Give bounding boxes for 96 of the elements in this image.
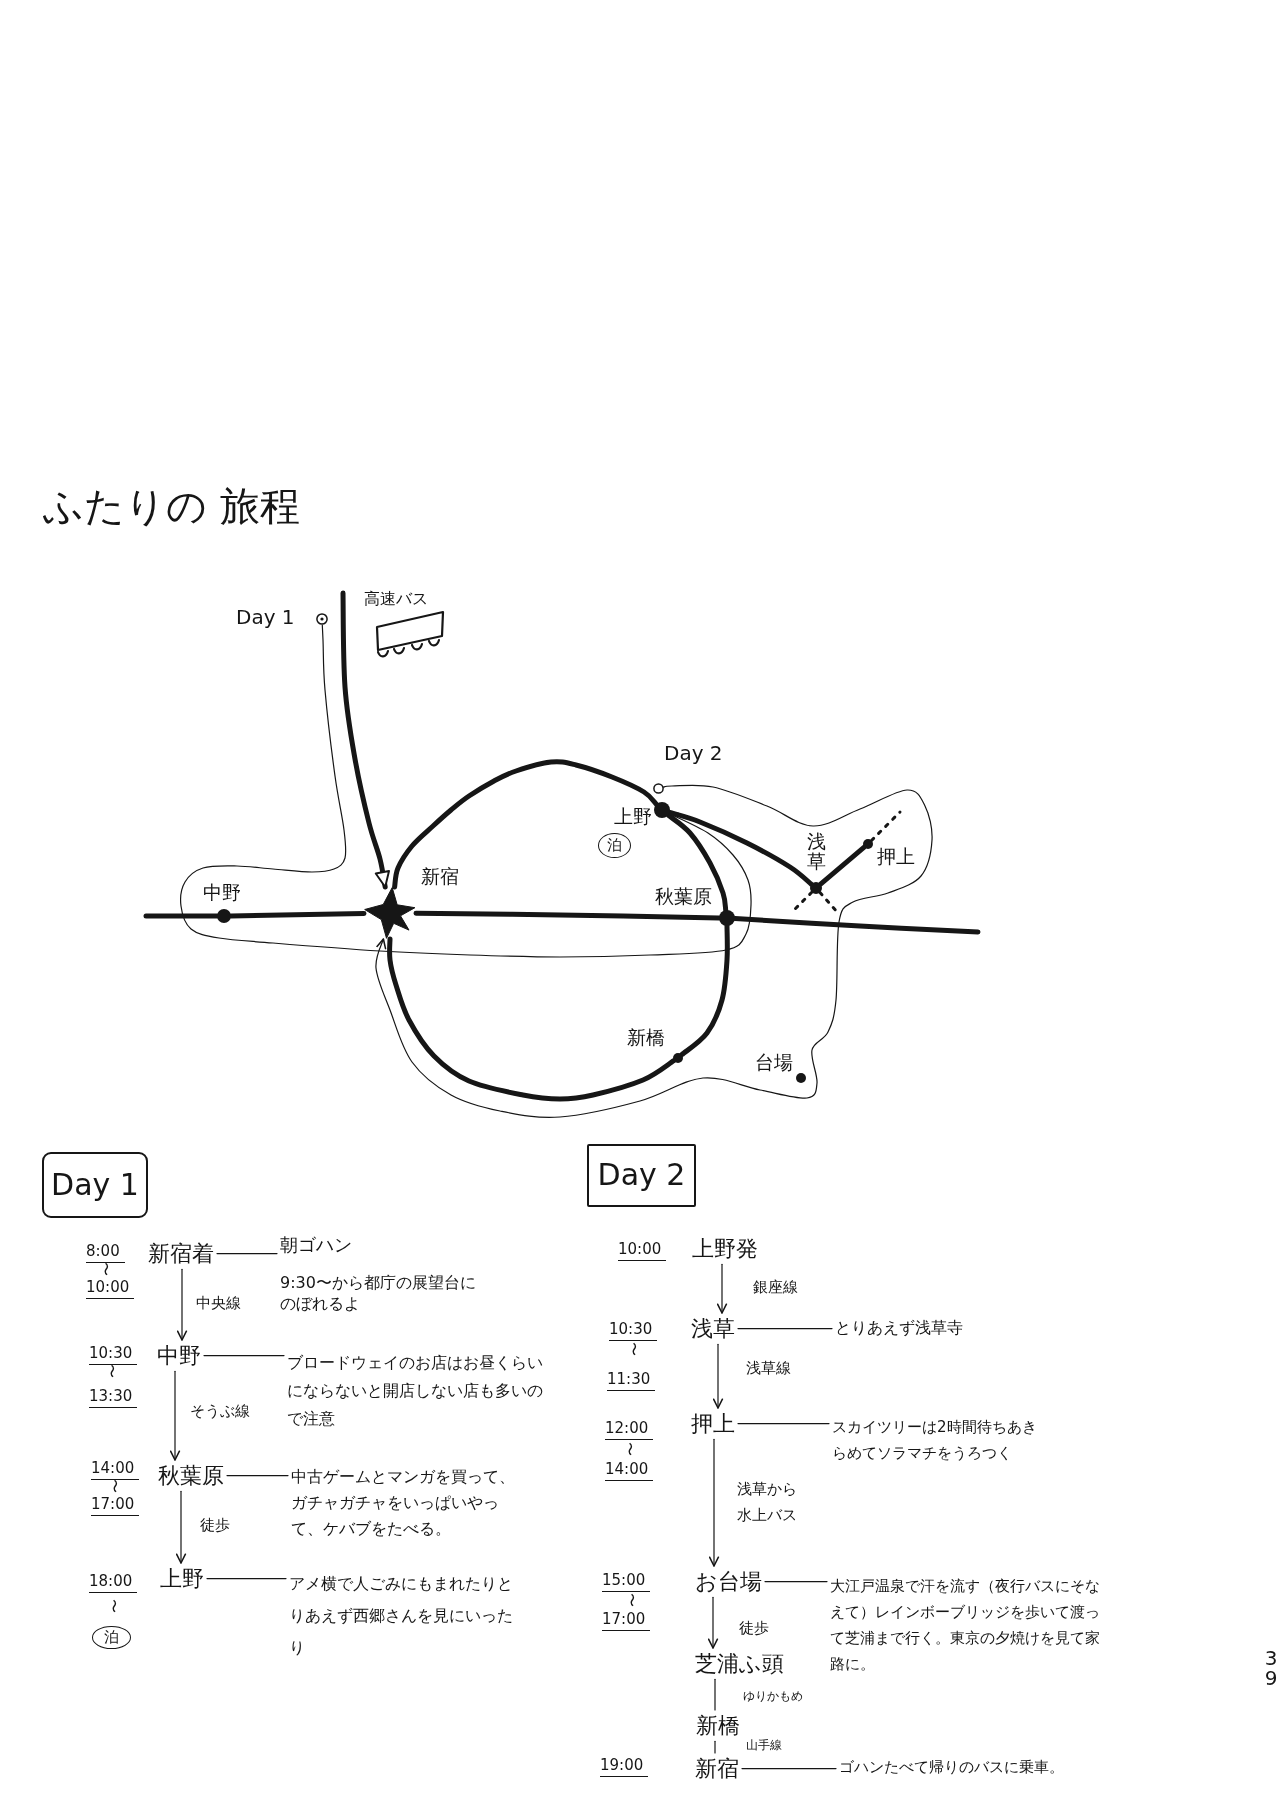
time-label: 10:30 [89,1345,138,1366]
edge-label: 徒歩 [737,1619,771,1637]
rail-line [667,809,814,887]
station-name: お台場 [695,1569,762,1595]
station-name: 浅草 [691,1316,735,1342]
time-label: 17:00 [602,1611,651,1632]
connector-line [741,1768,837,1770]
edge-label: ゆりかもめ [741,1689,805,1704]
day-label: Day 1 [236,606,295,629]
connector-line [737,1328,833,1330]
station-name: 押上 [691,1411,735,1437]
arrow [340,590,391,890]
page-number: 39 [1264,1648,1278,1688]
time-label: 12:00 [605,1420,654,1441]
range-sign: 〜 [623,1442,637,1456]
time-label: 13:30 [89,1388,138,1409]
arrow [180,624,752,958]
time-label: 14:00 [91,1460,140,1481]
rail-line [665,812,729,913]
time-label: 17:00 [91,1496,140,1517]
note-text: スカイツリーは2時間待ちあきらめてソラマチをうろつく [832,1414,1044,1466]
edge-label: そうぶ線 [188,1402,252,1420]
edge-label: 銀座線 [751,1278,800,1296]
connector-line [226,1475,289,1477]
station-name: 秋葉原 [655,886,712,908]
time-label: 14:00 [605,1461,654,1482]
time-label: 8:00 [86,1243,125,1264]
rail-line [228,911,367,919]
station-name: 芝浦ふ頭 [695,1651,784,1677]
edge-label: 浅草線 [744,1359,793,1377]
arrow [175,1490,187,1564]
connector-line [206,1578,287,1580]
station-name: 秋葉原 [158,1463,224,1489]
station-name: 新橋 [696,1713,740,1739]
dotted-line [870,810,902,842]
rail-line [413,910,722,921]
note-text: 大江戸温泉で汗を流す（夜行バスにそなえて）レインボーブリッジを歩いて渡って芝浦まで行く。東京の夕焼けを見て家路に。 [830,1573,1112,1677]
rail-line [143,913,220,919]
time-label: 10:00 [86,1279,135,1300]
connector-line [216,1253,278,1255]
arrow [716,1263,728,1314]
arrow [712,1343,724,1409]
day-box: Day 1 [42,1152,148,1218]
time-label: 11:30 [607,1371,656,1392]
range-sign: 〜 [108,1479,122,1493]
arrow [707,1596,719,1649]
connector-line [203,1355,285,1357]
note-text: 中古ゲームとマンガを買って、ガチャガチャをいっぱいやって、ケバブをたべる。 [291,1464,527,1542]
station-name: 中野 [157,1343,201,1369]
time-label: 10:00 [618,1241,667,1262]
range-sign: 〜 [625,1593,639,1607]
edge-label: 中央線 [194,1294,243,1312]
station-name: 上野 [614,806,652,828]
dotted-line [793,890,814,911]
arrow [169,1370,181,1461]
time-label: 15:00 [602,1572,651,1593]
note-text: アメ横で人ごみにもまれたりとりあえず西郷さんを見にいったり [289,1568,519,1664]
note-text: とりあえず浅草寺 [835,1319,963,1338]
note-text: ゴハンたべて帰りのバスに乗車。 [839,1759,1064,1777]
day-box: Day 2 [587,1144,696,1207]
station-name: 新宿 [695,1756,739,1782]
station-name: 上野発 [692,1236,758,1262]
connector-line [714,1740,716,1754]
note-text: 朝ゴハン [280,1235,353,1256]
rail-line [392,759,659,890]
time-label: 10:30 [609,1321,658,1342]
day-label: Day 2 [664,742,723,765]
station-name: 新宿 [421,866,459,888]
arrow [176,1268,188,1341]
rail-line [679,923,730,1058]
range-sign: 〜 [99,1262,113,1276]
arrow [375,784,933,1118]
connector-line [764,1581,828,1583]
note-text: ブロードウェイのお店はお昼くらいにならないと開店しない店も多いので注意 [287,1349,545,1433]
title: ふたりの 旅程 [43,484,300,528]
range-sign: 〜 [105,1364,119,1378]
connector-line [737,1423,830,1425]
note-text: 9:30〜から都庁の展望台にのぼれるよ [280,1271,477,1314]
rail-line [387,936,677,1102]
arrow [708,1438,720,1567]
rail-line [818,844,867,887]
station-name: 中野 [203,882,241,904]
station-name: 上野 [160,1566,204,1592]
station-name: 新橋 [627,1027,665,1049]
station-name: 浅草 [807,832,826,872]
edge-label: 山手線 [744,1738,784,1753]
edge-label: 徒歩 [198,1516,232,1534]
station-name: 台場 [755,1052,793,1074]
station-name: 新宿着 [148,1241,214,1267]
connector-line [714,1678,716,1711]
range-sign: 〜 [107,1599,121,1613]
range-sign: 〜 [627,1342,641,1356]
rail-line [732,916,981,935]
time-label: 19:00 [600,1757,649,1778]
station-name: 押上 [877,846,915,868]
time-label: 18:00 [89,1573,138,1594]
